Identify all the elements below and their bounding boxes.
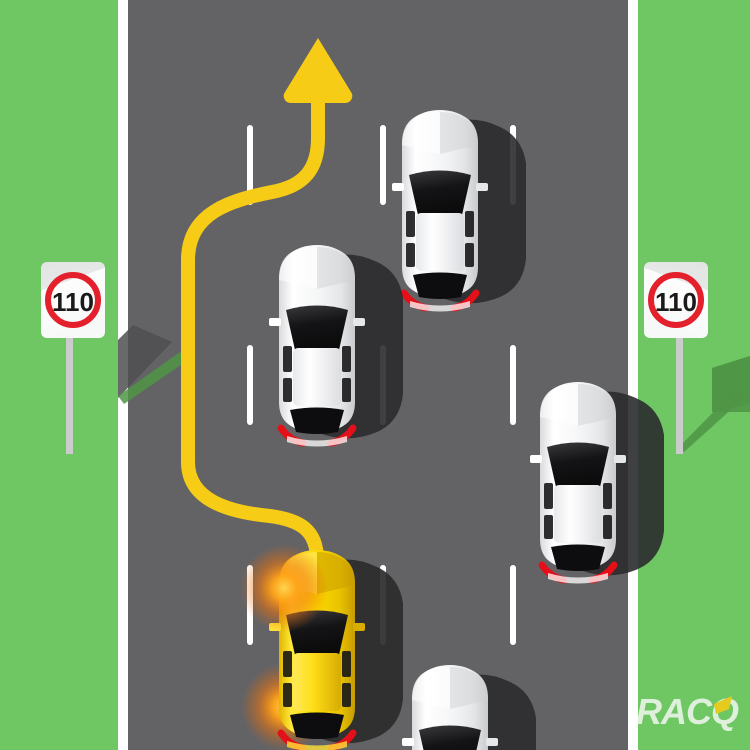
overtaking-path-arrow: [181, 38, 353, 567]
racq-logo-text: RACQ: [636, 691, 739, 732]
arrow-head-icon: [283, 38, 353, 104]
speed-limit-sign-right: 110: [644, 262, 750, 454]
indicator-front-left-glow: [240, 544, 328, 632]
speed-limit-value-right: 110: [655, 287, 697, 317]
speed-limit-sign-left: 110: [41, 262, 188, 454]
path-stroke: [181, 65, 325, 567]
car-white-upper-right: [392, 110, 526, 312]
racq-swoosh-icon: [714, 696, 732, 714]
car-white-lower-right: [530, 382, 664, 584]
car-yellow-subject: [240, 544, 403, 750]
racq-logo: RACQ: [636, 691, 740, 732]
car-white-middle-left: [269, 245, 403, 447]
road-edge-line-right: [628, 0, 638, 750]
speed-limit-value-left: 110: [52, 287, 94, 317]
